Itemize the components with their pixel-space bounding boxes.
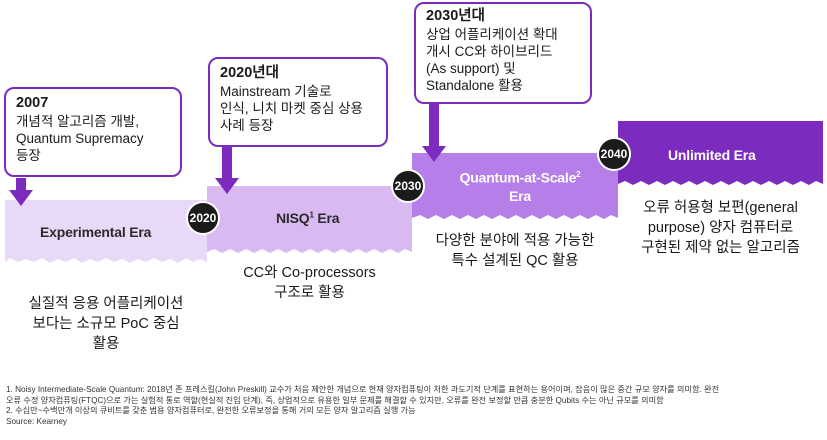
description-line: 구현된 제약 없는 알고리즘 (641, 240, 800, 256)
era-label-nisq: NISQ1 Era (276, 210, 340, 226)
description-quantum-at-scale: 다양한 분야에 적용 가능한 특수 설계된 QC 활용 (412, 231, 618, 271)
year-circle-2040: 2040 (597, 137, 631, 171)
arrow-down-icon (9, 190, 33, 206)
year-circle-2020: 2020 (186, 201, 220, 235)
step-quantum-at-scale (412, 153, 618, 219)
callout-2030s: 2030년대 상업 어플리케이션 확대 개시 CC와 하이브리드 (As sup… (414, 2, 592, 104)
description-line: 특수 설계된 QC 활용 (451, 253, 579, 269)
era-name: NISQ (276, 210, 310, 226)
era-label-unlimited: Unlimited Era (668, 147, 756, 163)
description-line: 구조로 활용 (274, 285, 345, 301)
callout-year: 2020년대 (220, 65, 279, 81)
description-line: 다양한 분야에 적용 가능한 (435, 233, 595, 249)
year-circle-2030: 2030 (391, 169, 425, 203)
step-experimental (5, 200, 207, 263)
era-sup: 2 (576, 170, 581, 179)
era-name: Quantum-at-Scale (459, 169, 577, 186)
callout-2007: 2007 개념적 알고리즘 개발, Quantum Supremacy 등장 (4, 87, 182, 177)
description-line: 오류 허용형 보편(general (643, 200, 798, 216)
arrow-down-icon (422, 146, 446, 162)
callout-line: (As support) 및 (426, 61, 516, 76)
era-label-experimental: Experimental Era (40, 224, 151, 240)
footnote-2: 2. 수십만~수백만개 이상의 큐비트를 갖춘 범용 양자컴퓨터로, 완전한 오… (6, 406, 416, 415)
callout-line: 상업 어플리케이션 확대 (426, 27, 558, 42)
footnote-1-cont: 오류 수정 양자컴퓨팅(FTQC)으로 가는 실험적 통로 역할(현실적 진입 … (6, 395, 664, 405)
description-line: purpose) 양자 컴퓨터로 (647, 220, 794, 236)
footnotes: 1. Noisy Intermediate-Scale Quantum: 201… (6, 385, 719, 427)
step-unlimited (618, 121, 823, 185)
description-experimental: 실질적 응용 어플리케이션 보다는 소규모 PoC 중심 활용 (5, 294, 207, 354)
description-line: CC와 Co-processors (243, 265, 376, 281)
arrow-down-icon (215, 178, 239, 194)
era-name: Experimental Era (40, 224, 152, 240)
callout-2020s: 2020년대 Mainstream 기술로 인식, 니치 마켓 중심 상용 사례… (208, 57, 388, 147)
callout-line: 개념적 알고리즘 개발, (16, 114, 140, 129)
description-line: 활용 (92, 336, 120, 352)
era-sup: 1 (309, 210, 314, 220)
callout-line: 등장 (16, 148, 41, 163)
era-suffix: Era (509, 187, 531, 204)
era-suffix: Era (313, 210, 340, 226)
callout-year: 2007 (16, 95, 49, 111)
arrow-down-icon (16, 178, 26, 198)
callout-line: Mainstream 기술로 (220, 84, 332, 99)
callout-line: Quantum Supremacy (16, 131, 144, 146)
step-nisq (207, 186, 412, 253)
arrow-icons (9, 104, 446, 206)
source-note: Source: Kearney (6, 416, 67, 426)
description-line: 실질적 응용 어플리케이션 (28, 296, 184, 312)
callout-line: 인식, 니치 마켓 중심 상용 (220, 101, 363, 116)
timeline-steps (5, 104, 823, 263)
callout-line: 사례 등장 (220, 118, 274, 133)
arrow-down-icon (222, 147, 232, 179)
callout-line: Standalone 활용 (426, 78, 523, 93)
description-line: 보다는 소규모 PoC 중심 (32, 316, 180, 332)
callout-line: 개시 CC와 하이브리드 (426, 44, 553, 59)
footnote-1: 1. Noisy Intermediate-Scale Quantum: 201… (6, 385, 720, 394)
description-nisq: CC와 Co-processors 구조로 활용 (207, 263, 412, 303)
year-text: 2040 (600, 147, 628, 161)
era-label-quantum-at-scale: Quantum-at-Scale2 Era (440, 166, 600, 205)
callout-year: 2030년대 (426, 8, 485, 24)
description-unlimited: 오류 허용형 보편(general purpose) 양자 컴퓨터로 구현된 제… (618, 198, 823, 258)
year-text: 2030 (394, 179, 422, 193)
year-text: 2020 (189, 211, 217, 225)
era-name: Unlimited Era (668, 147, 756, 163)
arrow-down-icon (429, 104, 439, 148)
